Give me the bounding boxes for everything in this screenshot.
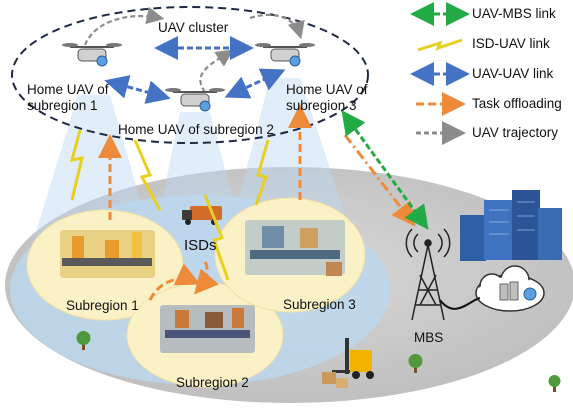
uav-3-icon (255, 43, 315, 67)
isd-uav-link-1 (69, 129, 85, 201)
tree-icon-1 (76, 331, 91, 350)
mbs-tower-icon (405, 228, 451, 321)
factory-2-icon (160, 305, 255, 353)
uav-trajectory-3 (199, 49, 234, 93)
uav-trajectory-1 (83, 6, 165, 46)
legend-uav-uav-link-label: UAV-UAV link (472, 66, 554, 81)
isd-uav-link-2 (133, 139, 162, 211)
buildings-icon (460, 190, 562, 261)
isd-uav-link-4 (254, 139, 270, 206)
subregion-1-label: Subregion 1 (66, 298, 139, 313)
home-uav-3-label-line1: Home UAV of (286, 82, 368, 97)
tree-icon-2 (408, 354, 423, 373)
isds-label: ISDs (184, 237, 217, 254)
forklift-icon (332, 338, 374, 379)
task-offloading-3 (148, 263, 201, 301)
home-uav-1-label-line2: subregion 1 (27, 98, 98, 113)
subregion-3-label: Subregion 3 (283, 297, 356, 312)
legend-isd-uav-link-label: ISD-UAV link (472, 36, 550, 51)
uav-1-icon (62, 43, 122, 67)
uav-uav-link-1 (104, 75, 171, 104)
uav-uav-link-3 (224, 68, 286, 99)
legend-task-offloading-label: Task offloading (472, 96, 562, 111)
uav-2-icon (165, 88, 225, 112)
factory-1-icon (60, 230, 155, 278)
boxes-icon (322, 372, 348, 388)
uav-trajectory-2 (249, 13, 305, 40)
legend-uav-trajectory-label: UAV trajectory (472, 125, 559, 140)
isd-uav-link-3 (203, 194, 230, 281)
uav-cluster-label: UAV cluster (158, 20, 229, 35)
task-offloading-4 (194, 261, 219, 295)
mbs-cloud-link (439, 297, 481, 310)
mbs-label: MBS (414, 330, 444, 345)
uav-mbs-link (341, 110, 429, 230)
home-uav-2-label: Home UAV of subregion 2 (118, 122, 274, 137)
legend-isd-uav-link-icon (417, 38, 463, 52)
factory-3-icon (245, 220, 345, 276)
subregion-2-label: Subregion 2 (176, 375, 249, 390)
legend-uav-mbs-link-label: UAV-MBS link (472, 6, 556, 21)
home-uav-3-label-line2: subregion 3 (286, 98, 357, 113)
tree-icon-3 (548, 375, 561, 392)
uav-cluster-boundary (11, 6, 369, 144)
cloud-server-icon (475, 265, 545, 312)
home-uav-1-label-line1: Home UAV of (27, 82, 109, 97)
